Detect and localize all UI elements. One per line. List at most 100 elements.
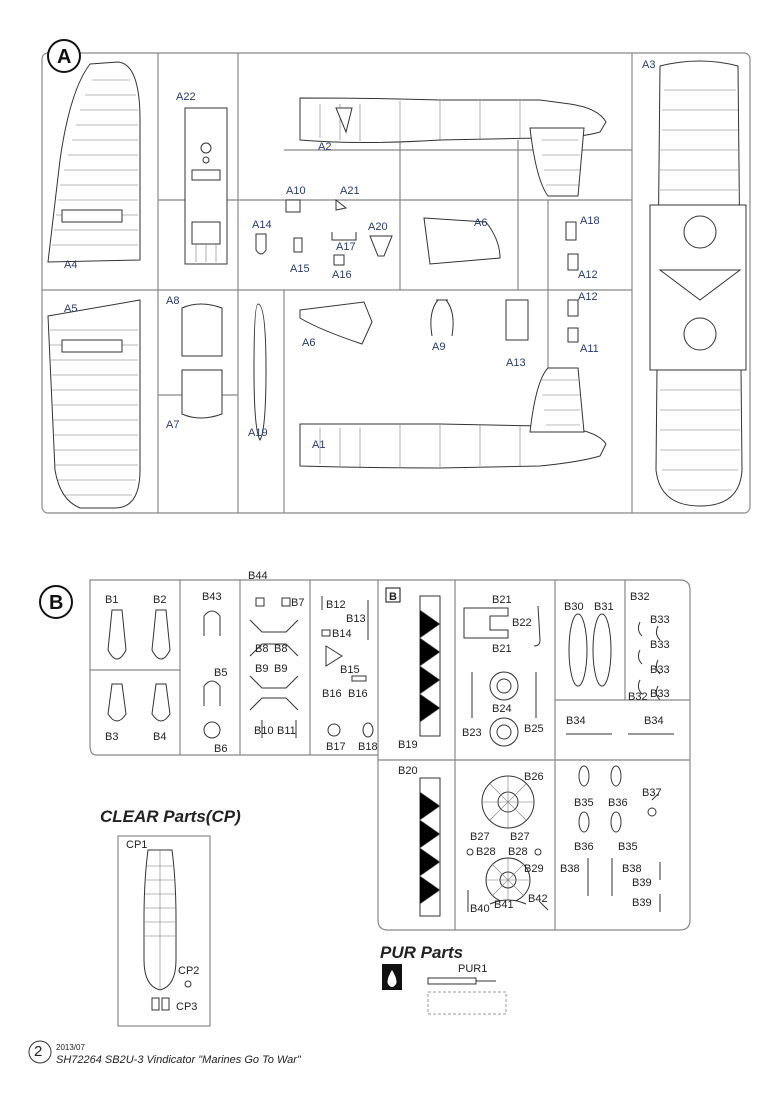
part-b18 (362, 722, 374, 738)
label-b28-left: B28 (476, 846, 496, 858)
label-b39-lower: B39 (632, 897, 652, 909)
label-b26: B26 (524, 771, 544, 783)
label-a4: A4 (64, 259, 77, 271)
label-b1: B1 (105, 594, 118, 606)
label-b10: B10 (254, 725, 274, 737)
part-a11 (567, 327, 579, 343)
part-b15 (325, 645, 343, 667)
page-number-circle (28, 1040, 52, 1064)
label-b31: B31 (594, 601, 614, 613)
label-b24: B24 (492, 703, 512, 715)
label-b8-right: B8 (274, 643, 287, 655)
part-b24-second (489, 717, 519, 747)
section-b-inner-letter: B (389, 591, 397, 603)
section-b-inner-marker: B (385, 587, 401, 603)
part-b3-bomb (107, 683, 127, 722)
label-b2: B2 (153, 594, 166, 606)
label-b4: B4 (153, 731, 166, 743)
label-b25: B25 (524, 723, 544, 735)
label-b44: B44 (248, 570, 268, 582)
part-b2-bomb (151, 609, 171, 660)
part-a3-wing (649, 60, 747, 507)
label-a17: A17 (336, 241, 356, 253)
page-number: 2 (34, 1043, 43, 1060)
clear-parts-title: CLEAR Parts(CP) (100, 807, 241, 826)
footer-title: SH72264 SB2U-3 Vindicator "Marines Go To… (56, 1054, 301, 1066)
clear-parts-frame: CP1 CP2 CP3 (117, 835, 211, 1027)
part-a4-wing (47, 61, 141, 263)
label-a18: A18 (580, 215, 600, 227)
label-a9: A9 (432, 341, 445, 353)
label-a10: A10 (286, 185, 306, 197)
part-a18 (565, 221, 577, 241)
label-b23: B23 (462, 727, 482, 739)
label-b21-upper: B21 (492, 594, 512, 606)
part-b4-bomb (151, 683, 171, 722)
pur-parts-title: PUR Parts (380, 943, 464, 962)
sprue-b (89, 579, 691, 931)
section-b-labels: B1 B2 B3 B4 B5 B6 B7 B8 B8 B9 B9 B10 B11… (105, 570, 670, 915)
part-a6-upper (423, 217, 501, 265)
part-b28-small (466, 848, 542, 856)
label-b34-left: B34 (566, 715, 586, 727)
part-a17 (331, 232, 357, 241)
part-b41 (489, 899, 527, 905)
label-a12-lower: A12 (578, 291, 598, 303)
label-b38-right: B38 (622, 863, 642, 875)
part-a21 (335, 198, 348, 211)
part-b26-engine (481, 775, 535, 829)
section-a-marker: A (47, 39, 81, 73)
part-b7 (281, 597, 291, 607)
part-b17 (327, 723, 341, 737)
part-a19-propeller (253, 303, 267, 441)
label-b18: B18 (358, 741, 378, 753)
label-b15: B15 (340, 664, 360, 676)
part-b1-bomb (107, 609, 127, 660)
part-cp3-right (161, 997, 170, 1011)
part-a16 (333, 254, 345, 266)
label-a6-upper: A6 (474, 217, 487, 229)
part-b22 (533, 605, 541, 647)
label-cp3: CP3 (176, 1001, 197, 1013)
label-a11: A11 (580, 343, 599, 355)
label-b16-left: B16 (322, 688, 342, 700)
label-b19: B19 (398, 739, 418, 751)
part-b6 (203, 721, 221, 739)
label-b6: B6 (214, 743, 227, 755)
label-a21: A21 (340, 185, 360, 197)
label-b33-b: B33 (650, 639, 670, 651)
label-b40: B40 (470, 903, 490, 915)
label-b30: B30 (564, 601, 584, 613)
part-a8 (181, 303, 223, 357)
part-b42 (539, 901, 549, 911)
label-a13: A13 (506, 357, 526, 369)
label-b34-right: B34 (644, 715, 664, 727)
part-a2-fuselage (299, 97, 607, 197)
label-b38-left: B38 (560, 863, 580, 875)
part-a1-fuselage (299, 367, 607, 469)
part-a13 (505, 299, 529, 341)
label-b43: B43 (202, 591, 222, 603)
label-b3: B3 (105, 731, 118, 743)
part-b32-b33-hooks (637, 621, 661, 701)
part-a12-upper (567, 253, 579, 271)
part-b38 (587, 858, 613, 896)
label-b33-d: B33 (650, 688, 670, 700)
part-b9-struts (249, 675, 299, 711)
part-a5-wing (47, 299, 141, 509)
label-b29: B29 (524, 863, 544, 875)
label-a7: A7 (166, 419, 179, 431)
label-b35-upper: B35 (574, 797, 594, 809)
part-a6-lower (299, 301, 373, 345)
part-b20-truss (419, 777, 441, 917)
part-b19-truss (419, 595, 441, 737)
label-b12: B12 (326, 599, 346, 611)
part-b30 (568, 613, 588, 687)
label-a20: A20 (368, 221, 388, 233)
label-b14: B14 (332, 628, 352, 640)
label-b35-lower: B35 (618, 841, 638, 853)
label-b32-lower: B32 (628, 691, 648, 703)
part-a12-lower (567, 299, 579, 317)
label-a5: A5 (64, 303, 77, 315)
label-b13: B13 (346, 613, 366, 625)
